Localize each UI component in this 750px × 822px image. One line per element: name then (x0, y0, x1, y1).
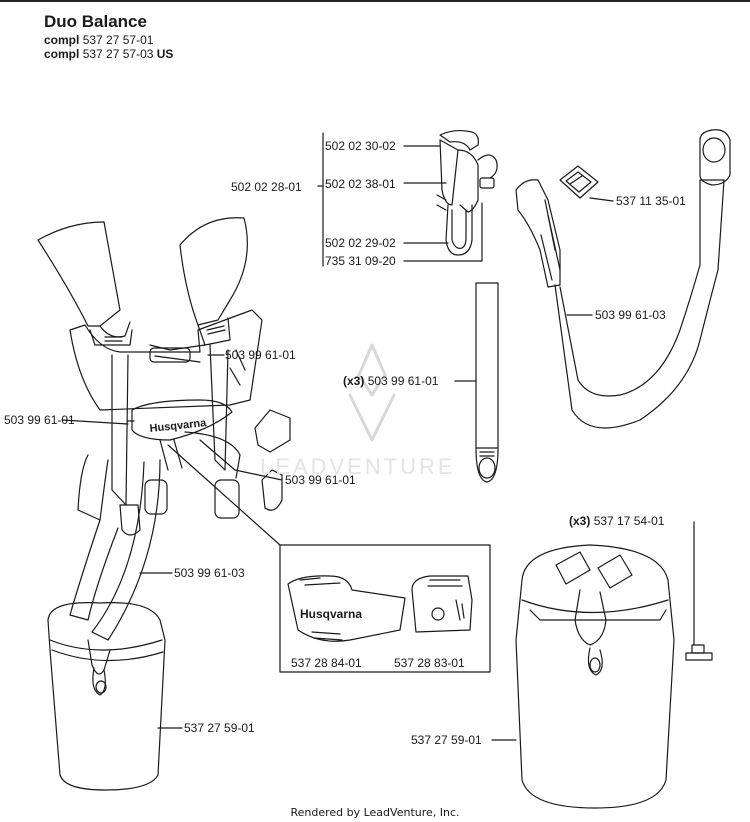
label-pad-left: 537 28 84-01 (291, 656, 362, 670)
label-bracket-c: 502 02 29-02 (325, 236, 396, 250)
label-strap-set: (x3) 503 99 61-01 (343, 374, 439, 388)
bracket-assembly (436, 129, 498, 256)
pad-brand-text: Husqvarna (300, 607, 362, 621)
screw-part (685, 521, 713, 661)
label-buckle: 537 11 35-01 (616, 194, 686, 208)
buckle-part (559, 165, 599, 199)
model-line-2: compl 537 27 57-03 US (44, 47, 174, 61)
harness-assembly (37, 217, 291, 641)
pad-right-part (411, 575, 473, 633)
label-harness-strap-mid: 503 99 61-01 (285, 473, 356, 487)
label-bracket-main: 502 02 28-01 (231, 180, 302, 194)
label-hip-strap: 503 99 61-03 (595, 308, 666, 322)
left-bag (47, 602, 166, 791)
hip-strap-part (515, 129, 731, 429)
label-harness-strap-top: 503 99 61-01 (225, 348, 296, 362)
label-bracket-d: 735 31 09-20 (325, 254, 396, 268)
strap-set-part (475, 282, 499, 483)
watermark-logo (348, 343, 396, 442)
label-bracket-b: 502 02 38-01 (325, 177, 396, 191)
label-bag-left: 537 27 59-01 (184, 721, 255, 735)
label-pad-right: 537 28 83-01 (394, 656, 465, 670)
label-bag-right: 537 27 59-01 (411, 733, 482, 747)
top-rule (0, 0, 750, 2)
harness-brand-text: Husqvarna (149, 417, 208, 435)
label-harness-hip-strap: 503 99 61-03 (174, 566, 245, 580)
watermark-text: LEADVENTURE (260, 454, 456, 479)
right-bag (515, 544, 675, 809)
footer-credit: Rendered by LeadVenture, Inc. (290, 806, 460, 819)
label-harness-strap-left: 503 99 61-01 (4, 413, 75, 427)
label-screw: (x3) 537 17 54-01 (569, 514, 665, 528)
diagram-title: Duo Balance (44, 12, 147, 31)
label-bracket-a: 502 02 30-02 (325, 139, 396, 153)
model-line-1: compl 537 27 57-01 (44, 33, 154, 47)
pad-left-part (287, 575, 406, 642)
